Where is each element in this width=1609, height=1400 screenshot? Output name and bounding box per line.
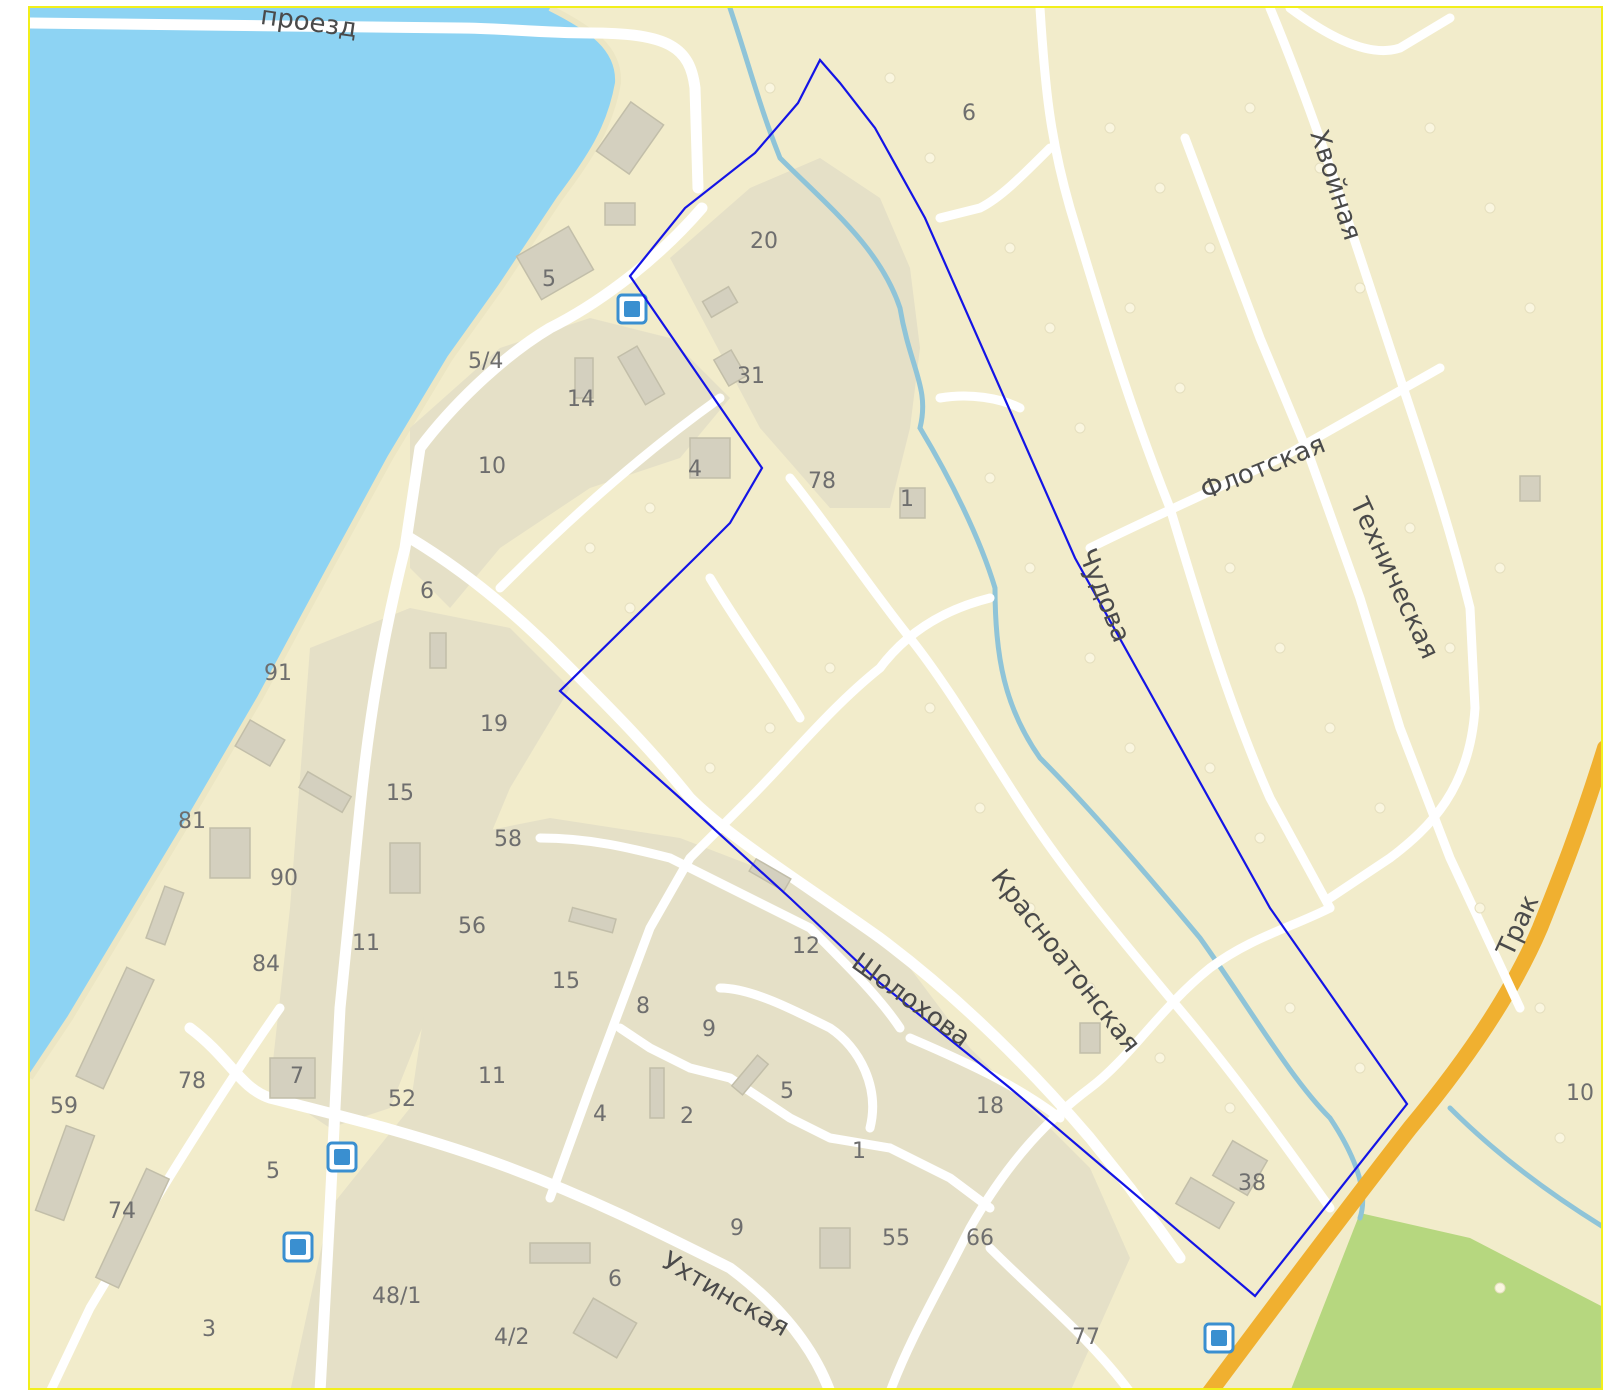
house-number: 6 — [962, 101, 976, 126]
house-number: 15 — [552, 969, 580, 994]
map-viewport[interactable]: проезд Хвойная Флотская Техническая Чудо… — [28, 6, 1603, 1390]
road-network — [30, 8, 1525, 1388]
house-number: 6 — [420, 579, 434, 604]
house-number: 10 — [478, 454, 506, 479]
house-number: 5 — [266, 1159, 280, 1184]
house-number: 59 — [50, 1094, 78, 1119]
house-number: 2 — [680, 1104, 694, 1129]
house-number: 20 — [750, 229, 778, 254]
industrial-zone-20 — [670, 158, 920, 508]
zone-south — [290, 818, 1130, 1388]
house-number: 3 — [202, 1317, 216, 1342]
selected-area-boundary[interactable] — [558, 58, 1409, 1298]
house-number: 78 — [178, 1069, 206, 1094]
house-number: 38 — [1238, 1171, 1266, 1196]
house-number: 6 — [608, 1267, 622, 1292]
highway — [1203, 741, 1601, 1388]
house-number: 4 — [688, 457, 702, 482]
house-number: 10 — [1566, 1081, 1594, 1106]
house-number: 52 — [388, 1087, 416, 1112]
house-number: 11 — [478, 1064, 506, 1089]
bus-stop-icon[interactable] — [326, 1141, 358, 1173]
house-number: 1 — [900, 487, 914, 512]
house-number: 31 — [737, 364, 765, 389]
house-number: 5/4 — [468, 349, 503, 374]
house-number: 18 — [976, 1094, 1004, 1119]
house-number: 5 — [542, 267, 556, 292]
house-number: 66 — [966, 1226, 994, 1251]
map-canvas[interactable]: проезд Хвойная Флотская Техническая Чудо… — [30, 8, 1603, 1390]
house-number: 77 — [1072, 1325, 1100, 1350]
house-number: 7 — [290, 1064, 304, 1089]
house-number: 48/1 — [372, 1284, 421, 1309]
house-dots — [584, 72, 1566, 1294]
bus-stop-icon[interactable] — [282, 1231, 314, 1263]
house-number: 14 — [567, 387, 595, 412]
house-number: 4 — [593, 1102, 607, 1127]
house-number: 56 — [458, 914, 486, 939]
park-area — [1291, 1213, 1601, 1388]
house-number: 74 — [108, 1199, 136, 1224]
house-number: 81 — [178, 809, 206, 834]
canal-east — [1447, 1105, 1601, 1229]
house-number: 9 — [730, 1216, 744, 1241]
house-number: 58 — [494, 827, 522, 852]
bus-stop-icon[interactable] — [616, 293, 648, 325]
house-number: 12 — [792, 934, 820, 959]
house-number: 91 — [264, 661, 292, 686]
house-number: 4/2 — [494, 1325, 529, 1350]
house-number: 8 — [636, 994, 650, 1019]
house-number: 90 — [270, 866, 298, 891]
house-number: 11 — [352, 931, 380, 956]
house-number: 1 — [852, 1139, 866, 1164]
house-number: 84 — [252, 952, 280, 977]
house-number: 55 — [882, 1226, 910, 1251]
house-number: 78 — [808, 469, 836, 494]
house-number: 15 — [386, 781, 414, 806]
house-number: 19 — [480, 712, 508, 737]
house-number: 5 — [780, 1079, 794, 1104]
canal — [727, 8, 1366, 1221]
house-number: 9 — [702, 1017, 716, 1042]
bus-stop-icon[interactable] — [1203, 1322, 1235, 1354]
river-water — [30, 8, 619, 1078]
buildings — [34, 100, 1541, 1359]
